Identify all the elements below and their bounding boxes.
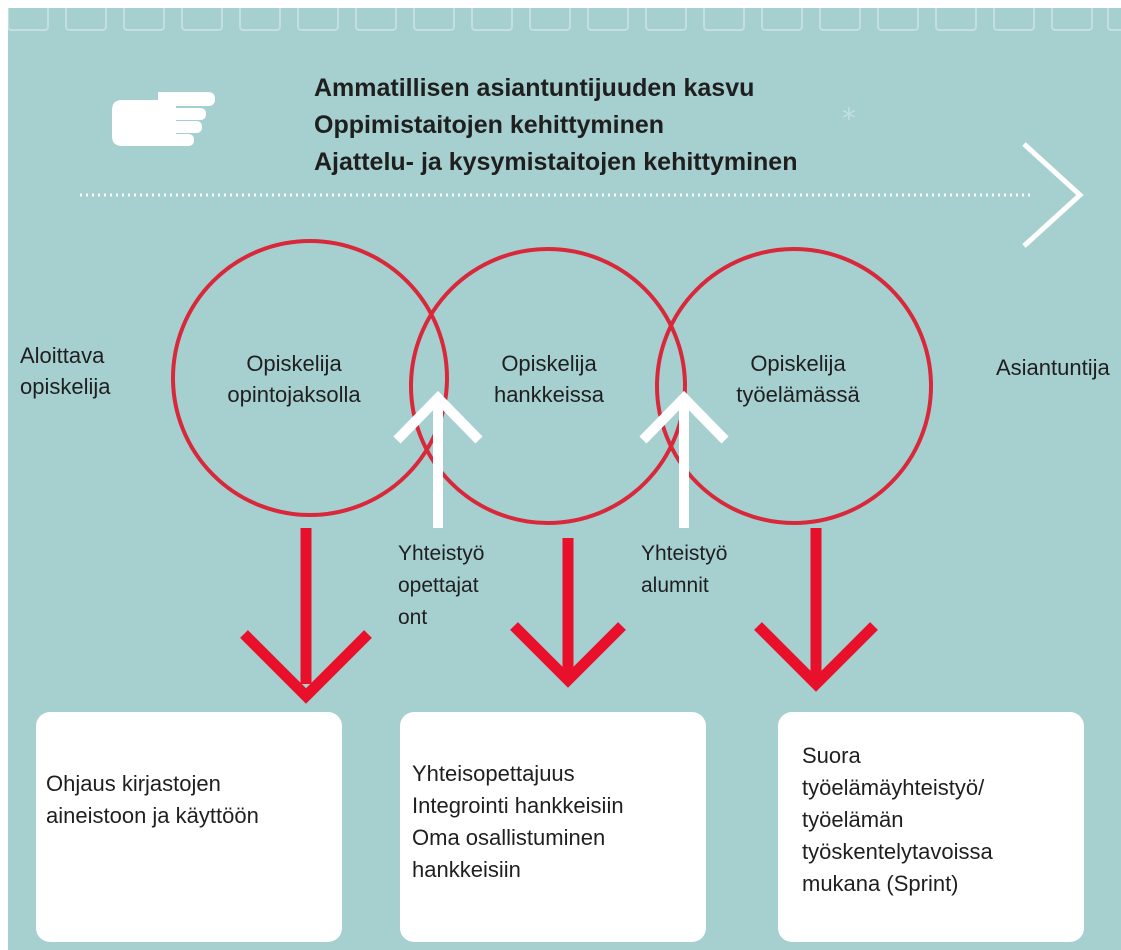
cooperation-teachers-label: Yhteistyö opettajat ont [398, 542, 485, 629]
pointing-hand-icon [112, 92, 215, 146]
sparkle-icon: * [842, 102, 856, 135]
header-line: Oppimistaitojen kehittyminen [314, 111, 665, 139]
header-goals: Ammatillisen asiantuntijuuden kasvu Oppi… [314, 70, 797, 181]
diagram-panel: * A [8, 8, 1121, 950]
diagram-graphics: * [80, 92, 1084, 704]
header-line: Ammatillisen asiantuntijuuden kasvu [314, 74, 755, 102]
red-down-arrow-2 [510, 538, 626, 688]
circle-worklife [655, 247, 933, 525]
white-up-arrow-1 [393, 390, 483, 528]
dotted-arrow-right-icon [80, 142, 1084, 248]
cooperation-alumni-label: Yhteistyö alumnit [641, 542, 728, 597]
start-label: Aloittava opiskelija [20, 343, 111, 399]
circle-course [171, 239, 449, 517]
box-worklife-cooperation: Suora työelämäyhteistyö/ työelämän työsk… [778, 712, 1084, 942]
header-line: Ajattelu- ja kysymistaitojen kehittymine… [314, 148, 798, 176]
box-library-guidance: Ohjaus kirjastojen aineistoon ja käyttöö… [36, 712, 342, 942]
white-up-arrow-2 [639, 390, 729, 528]
circle-projects [409, 247, 687, 525]
circle-worklife-label: Opiskelija työelämässä [736, 351, 860, 407]
red-down-arrow-3 [754, 528, 878, 692]
red-down-arrow-1 [240, 528, 372, 704]
box-co-teaching: Yhteisopettajuus Integrointi hankkeisiin… [400, 712, 706, 942]
circle-projects-label: Opiskelija hankkeissa [493, 351, 605, 407]
decorative-top-strip [8, 8, 1121, 31]
end-label: Asiantuntija [996, 355, 1110, 380]
circle-course-label: Opiskelija opintojaksolla [227, 351, 361, 407]
